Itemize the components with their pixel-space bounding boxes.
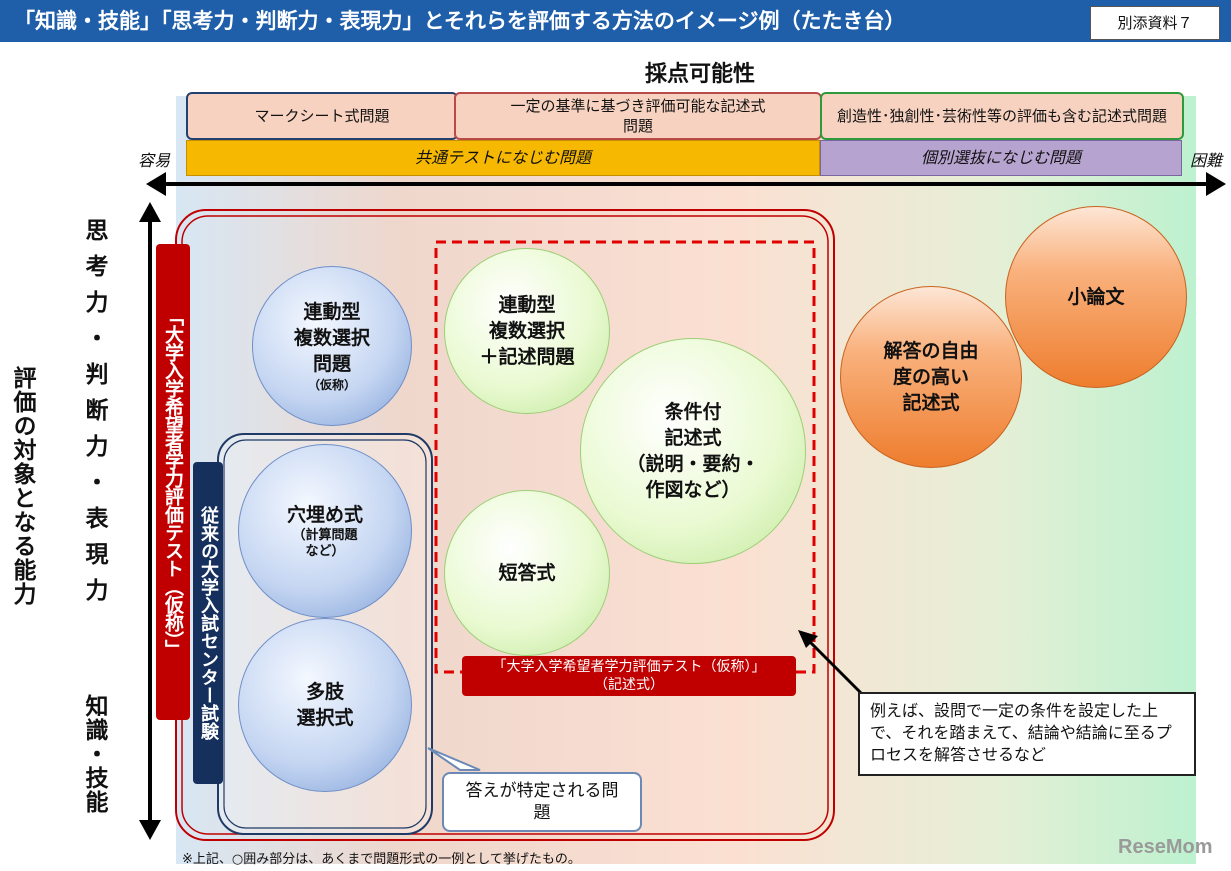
axis-left-end-label: 容易 [138, 151, 171, 170]
watermark-logo: ReseMom [1118, 836, 1213, 858]
horizontal-arrow-left-head [146, 172, 166, 196]
page-title: 「知識・技能」「思考力・判断力・表現力」とそれらを評価する方法のイメージ例（たた… [14, 9, 906, 33]
vertical-axis-title: 評価の対象となる能力 [9, 366, 35, 606]
horizontal-arrow-right-head [1206, 172, 1226, 196]
vertical-arrow-top-head [139, 202, 161, 222]
band-common-test: 共通テストになじむ問題 [186, 140, 820, 176]
circle-free-answer-written: 解答の自由 度の高い 記述式 [840, 286, 1022, 468]
circle-short-answer: 短答式 [444, 490, 610, 656]
fixed-answer-callout: 答えが特定される問題 [442, 772, 642, 832]
footnote: ※上記、○囲み部分は、あくまで問題形式の一例として挙げたもの。 [182, 852, 581, 867]
center-test-inner-border [223, 439, 427, 829]
axis-right-end-label: 困難 [1190, 151, 1223, 170]
title-bar [0, 0, 1231, 42]
circle-fill-in-blank: 穴埋め式 （計算問題 など） [238, 444, 412, 618]
written-test-label: 「大学入学希望者学力評価テスト（仮称）」 （記述式） [462, 656, 796, 696]
note-arrow-head [798, 630, 818, 648]
center-test-label: 従来の大学入試センター試験 [193, 462, 223, 784]
circle-linked-multiple-choice: 連動型 複数選択 問題 （仮称） [252, 266, 412, 426]
category-creative-written: 創造性･独創性･芸術性等の評価も含む記述式問題 [820, 92, 1184, 140]
circle-multiple-choice: 多肢 選択式 [238, 618, 412, 792]
category-criteria-written: 一定の基準に基づき評価可能な記述式問題 [454, 92, 822, 140]
note-arrow-line [802, 634, 872, 704]
top-ability-label: 思考力・判断力・表現力 [81, 218, 107, 614]
example-note: 例えば、設問で一定の条件を設定した上で、それを踏まえて、結論や結論に至るプロセス… [858, 692, 1196, 776]
circle-essay: 小論文 [1005, 206, 1187, 388]
bottom-ability-label: 知識・技能 [81, 694, 107, 814]
reference-badge: 別添資料７ [1090, 6, 1220, 40]
callout-pointer [427, 747, 481, 771]
new-test-label: 「大学入学希望者学力評価テスト（仮称）」 [156, 244, 190, 720]
band-individual-selection: 個別選抜になじむ問題 [820, 140, 1182, 176]
category-mark-sheet: マークシート式問題 [186, 92, 458, 140]
horizontal-axis-title: 採点可能性 [644, 62, 755, 87]
circle-linked-written: 連動型 複数選択 ＋記述問題 [444, 248, 610, 414]
circle-conditional-written: 条件付 記述式 （説明・要約・ 作図など） [580, 338, 806, 564]
vertical-arrow-bottom-head [139, 820, 161, 840]
